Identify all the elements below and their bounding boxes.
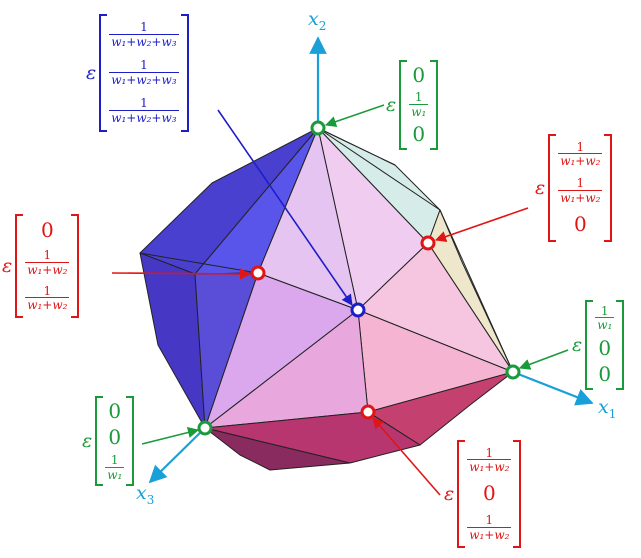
vertex-marker-x1 [505,364,521,380]
x3-axis-arrow [148,427,206,484]
e23-pointer [111,268,252,280]
edge-marker-13 [360,404,376,420]
x3-axis-label: x3 [136,482,155,507]
vertex-marker-x2 [310,120,326,136]
edge-marker-23 [250,265,266,281]
x2-axis-label: x2 [308,8,327,33]
center-pointer [217,109,353,306]
center-marker [350,302,366,318]
vx2-pointer [324,104,385,128]
pointer-arrows [111,104,569,496]
vx3-pointer [141,427,200,445]
vx1-pointer [518,349,569,370]
polytope-faces [139,127,514,471]
e12-pointer [434,207,529,242]
edge-marker-12 [420,235,436,251]
x1-axis-arrow [512,370,594,406]
markers [197,120,521,436]
vertex-marker-x3 [197,420,213,436]
polytope-edges [139,127,514,373]
e13-pointer [372,417,441,496]
x1-axis-label: x1 [598,396,617,421]
